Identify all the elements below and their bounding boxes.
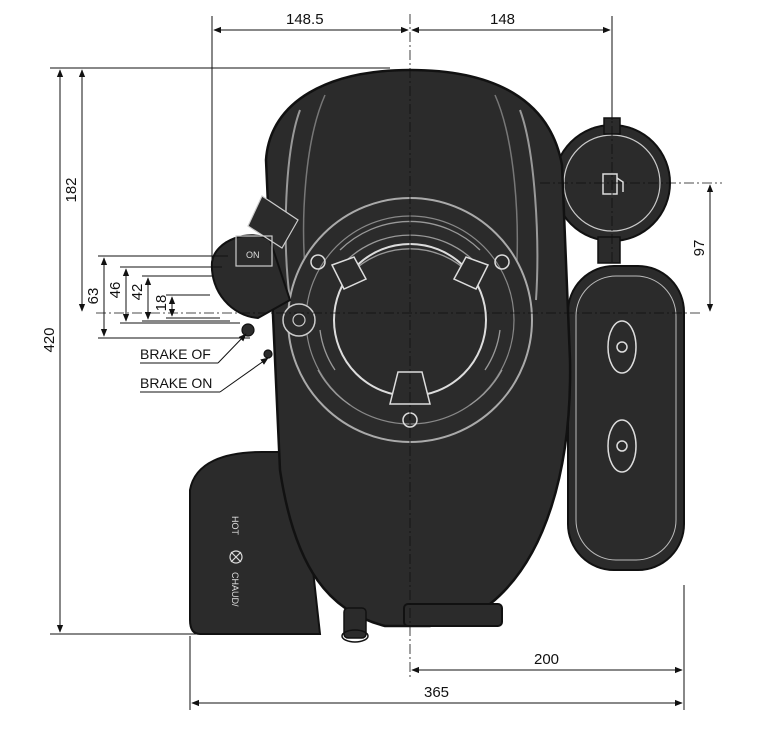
dim-182: 182 bbox=[63, 177, 80, 202]
brake-on-label: BRAKE ON bbox=[140, 375, 212, 391]
dim-42: 42 bbox=[129, 284, 146, 301]
dimension-lines bbox=[56, 26, 714, 707]
engine-base bbox=[403, 603, 503, 627]
extension-lines bbox=[50, 16, 685, 710]
brake-lever: ON bbox=[210, 195, 316, 359]
svg-text:ON: ON bbox=[246, 250, 260, 260]
dim-18: 18 bbox=[153, 295, 170, 312]
chaud-label: CHAUD/ bbox=[230, 572, 240, 607]
dim-148: 148 bbox=[490, 11, 515, 28]
hot-warning-icon bbox=[229, 550, 243, 564]
dim-46: 46 bbox=[107, 282, 124, 299]
dim-365: 365 bbox=[424, 684, 449, 701]
fuel-icon bbox=[602, 173, 624, 195]
brake-callouts bbox=[140, 333, 269, 393]
hot-label: HOT bbox=[230, 516, 240, 536]
air-cleaner bbox=[567, 265, 685, 571]
oil-fill-cap bbox=[343, 607, 367, 639]
engine-body: ON HOT CHAUD/ bbox=[189, 68, 685, 643]
dim-420: 420 bbox=[41, 327, 58, 352]
brake-off-label: BRAKE OF bbox=[140, 346, 211, 362]
dim-63: 63 bbox=[85, 288, 102, 305]
dim-97: 97 bbox=[691, 240, 708, 257]
dim-148-5: 148.5 bbox=[286, 11, 324, 28]
dim-200: 200 bbox=[534, 651, 559, 668]
center-lines bbox=[96, 14, 722, 680]
